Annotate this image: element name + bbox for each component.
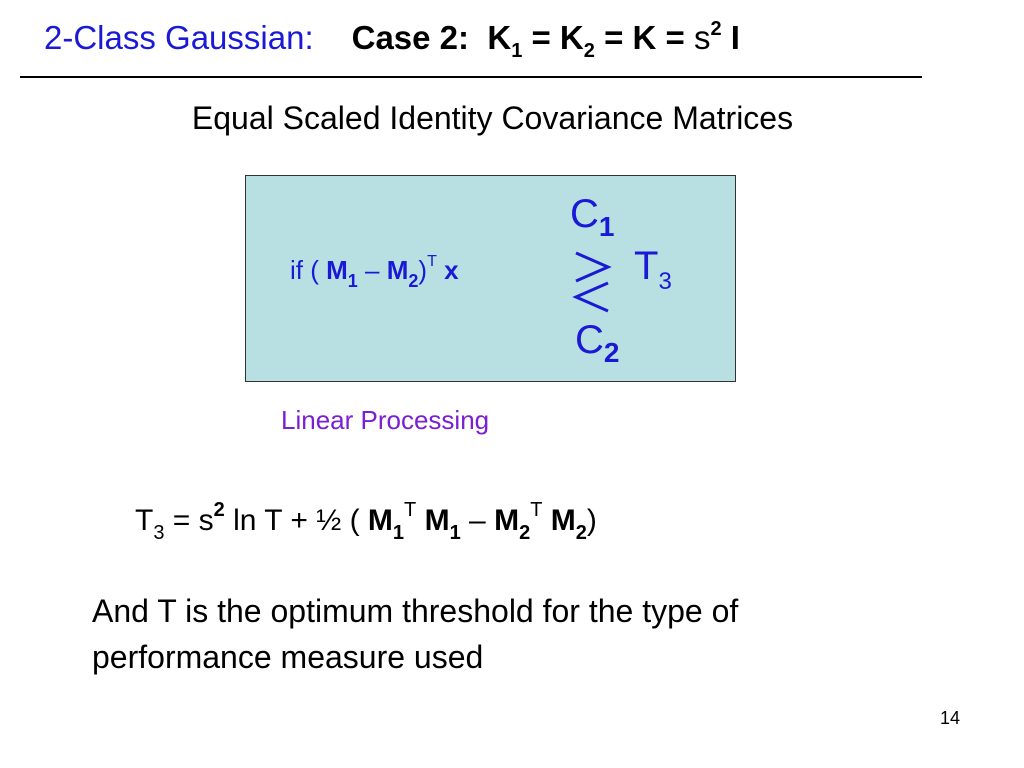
title-divider	[20, 76, 922, 78]
linear-processing-caption: Linear Processing	[281, 405, 490, 435]
title-case: Case 2: K1 = K2 = K = s2 I	[351, 18, 740, 61]
close-paren: )	[418, 255, 428, 285]
formula-m2a-subscript: 2	[519, 522, 531, 544]
formula-sigma-superscript: 2	[213, 499, 225, 521]
class-one-symbol: C	[570, 192, 599, 236]
formula-eq: = s	[164, 504, 214, 537]
slide-title: 2-Class Gaussian:Case 2: K1 = K2 = K = s…	[44, 12, 740, 64]
formula-m2b-subscript: 2	[575, 522, 587, 544]
decision-rule-box	[245, 175, 736, 382]
formula-minus: –	[460, 504, 495, 537]
threshold-note: And T is the optimum threshold for the t…	[92, 593, 739, 675]
formula-m2b: M	[542, 504, 576, 537]
class-two-symbol: C	[575, 318, 604, 362]
k2-subscript: 2	[583, 40, 595, 62]
m2-subscript: 2	[408, 271, 419, 291]
k-symbol: K	[487, 19, 512, 56]
title-prefix: 2-Class Gaussian:	[44, 19, 314, 56]
formula-t-subscript: 3	[153, 522, 165, 544]
formula-t: T	[135, 504, 154, 537]
m1-symbol: M	[326, 255, 348, 285]
threshold-subscript: 3	[658, 268, 672, 295]
threshold-label: T3	[634, 242, 672, 294]
threshold-formula: T3 = s2 ln T + ½ ( M1T M1 – M2T M2)	[135, 497, 597, 545]
page-number: 14	[940, 708, 961, 728]
sigma-symbol: s	[693, 19, 711, 56]
formula-m1a: M	[367, 504, 393, 537]
class-two-label: C2	[575, 318, 619, 367]
class-one-label: C1	[570, 192, 614, 241]
formula-m1b-subscript: 1	[449, 522, 461, 544]
formula-m2a-transpose: T	[530, 499, 543, 521]
k1-subscript: 1	[511, 40, 523, 62]
formula-m1a-subscript: 1	[392, 522, 405, 544]
class-one-subscript: 1	[598, 211, 615, 242]
transpose-superscript: T	[427, 253, 437, 270]
title-eq1: = K	[522, 19, 584, 56]
case-label: Case 2:	[351, 19, 470, 56]
title-eq2: = K =	[594, 19, 694, 56]
sigma-superscript: 2	[710, 18, 722, 40]
class-two-subscript: 2	[603, 337, 620, 368]
formula-m1b: M	[416, 504, 450, 537]
m2-symbol: M	[386, 255, 409, 285]
minus-sign: –	[357, 255, 387, 285]
m1-subscript: 1	[347, 271, 358, 291]
x-vector: x	[436, 255, 459, 285]
formula-m2a: M	[494, 504, 520, 537]
slide-subtitle: Equal Scaled Identity Covariance Matrice…	[191, 100, 794, 136]
greater-less-than-icon	[572, 251, 612, 313]
formula-ln: ln T + ½ (	[224, 504, 368, 537]
threshold-symbol: T	[634, 244, 659, 288]
if-text: if (	[290, 255, 327, 285]
identity-symbol: I	[721, 19, 740, 56]
decision-expression: if ( M1 – M2)T x	[290, 248, 459, 292]
formula-close: )	[586, 504, 597, 537]
formula-m1a-transpose: T	[404, 499, 417, 521]
